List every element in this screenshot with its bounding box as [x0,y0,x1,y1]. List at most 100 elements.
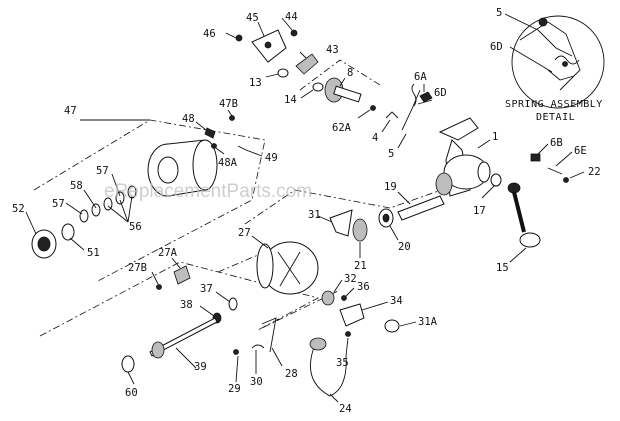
part-47-spool-hub [157,156,179,184]
part-31a [384,319,400,333]
leader-27 [251,235,269,249]
part-label-28: 28 [285,368,298,380]
leader-4 [381,119,391,133]
assembly-guide-lines [33,59,471,337]
leader-35 [345,337,349,357]
leader-57-top [111,173,121,197]
bail-axis [299,59,381,91]
part-1-foot [438,117,479,141]
part-label-21: 21 [354,260,367,272]
part-15-knob [519,232,541,248]
part-label-20: 20 [398,241,411,253]
part-label-27a: 27A [158,247,178,259]
part-label-30: 30 [250,376,263,388]
leader-14 [300,89,314,99]
part-27-spokes [277,251,301,287]
part-20-bore [382,213,390,223]
part-27a [173,265,191,285]
part-6a [419,91,433,103]
leader-6e [555,151,573,167]
leader-43 [299,51,307,59]
leader-38 [199,305,215,317]
part-39-main-shaft [149,317,218,357]
part-label-47b: 47B [219,98,238,110]
detail-title-line2: DETAIL [536,112,575,123]
part-47-spool [147,139,218,197]
detail-pin [562,61,568,67]
part-label-46: 46 [203,28,216,40]
part-label-60: 60 [125,387,138,399]
part-43-lifter [295,53,319,75]
part-15-hub [507,182,521,194]
leader-37 [215,291,231,303]
leader-22 [569,171,585,179]
leader-15 [509,247,527,263]
part-label-22: 22 [588,166,601,178]
part-30-spring [251,344,265,349]
part-label-14: 14 [284,94,297,106]
part-8-shaft [333,85,362,103]
part-46-screw [235,34,243,42]
leader-56 [107,195,133,223]
part-label-4: 4 [372,132,378,144]
part-label-19: 19 [384,181,397,193]
part-4-clip [385,111,399,119]
part-5-spring-wire [401,89,421,131]
part-28-lever [261,317,277,353]
part-22-screw [563,177,569,183]
part-35-screw [345,331,351,337]
spring-assembly-detail: 5 6D SPRING ASSEMBLY DETAIL [490,7,605,123]
part-6b [530,153,541,162]
detail-bail-arm [519,21,581,91]
part-label-62a: 62A [332,122,352,134]
part-label-6b: 6B [550,137,563,149]
part-15-handle [507,182,541,248]
leader-39 [175,347,197,369]
part-6d-spring [411,83,417,107]
leader-5 [397,133,407,149]
part-17-washer [490,173,502,187]
part-label-31: 31 [308,209,321,221]
part-27-rotor [256,241,319,295]
part-label-15: 15 [496,262,509,274]
part-label-57-low: 57 [52,198,65,210]
part-label-24: 24 [339,403,352,415]
detail-title-line1: SPRING ASSEMBLY [505,99,603,110]
washer-3 [103,197,113,211]
leader-lines [25,17,585,403]
part-13-washer [277,68,289,78]
part-62a-pin [370,105,376,111]
part-24-bail-wire [309,341,347,397]
part-60-washer [121,355,135,373]
part-label-13: 13 [249,77,262,89]
part-48 [204,127,216,139]
part-49-spring [237,145,247,151]
part-1-bearing [435,172,453,196]
part-47-spool-back [192,139,218,191]
part-31-plate [329,209,353,237]
part-label-1: 1 [492,131,498,143]
part-19-shaft [397,195,445,221]
part-label-48: 48 [182,113,195,125]
part-36 [341,295,347,301]
part-label-51: 51 [87,247,100,259]
leader-48a [215,147,225,155]
part-label-34: 34 [390,295,403,307]
leader-62a [357,109,371,119]
leader-17 [481,185,495,199]
detail-circle [511,15,605,109]
part-label-39: 39 [194,361,207,373]
leader-24 [329,393,339,403]
leader-6d [417,99,433,105]
part-label-29: 29 [228,383,241,395]
part-45-hole [264,41,272,49]
part-label-31a: 31A [418,316,438,328]
part-label-32: 32 [344,273,357,285]
part-label-36: 36 [357,281,370,293]
detail-link [547,69,575,81]
leader-29 [235,355,239,383]
part-1-reel-body [435,117,491,197]
part-label-43: 43 [326,44,339,56]
part-label-45: 45 [246,12,259,24]
